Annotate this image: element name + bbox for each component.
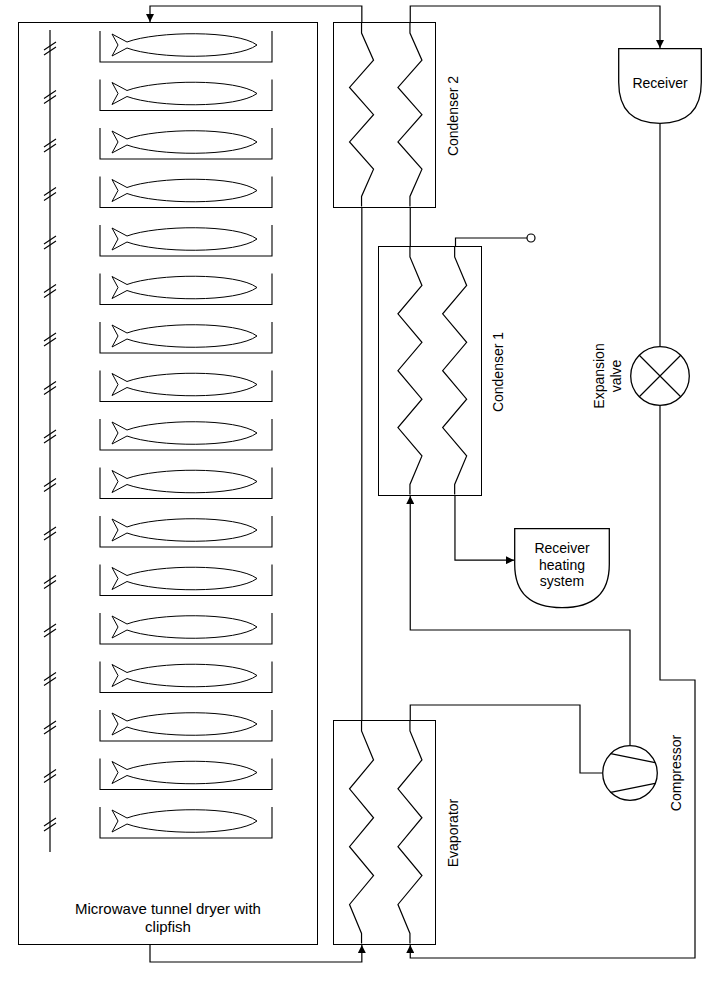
side-label: Expansion valve: [591, 338, 625, 414]
node-label: Microwave tunnel dryer with clipfish: [73, 900, 263, 936]
side-label: Condenser 2: [445, 51, 462, 181]
fish-tray: [44, 419, 272, 450]
fish-tray: [44, 128, 272, 159]
heating-receiver-tank: Receiver heating system: [514, 528, 610, 608]
flow-line: [410, 406, 695, 958]
condenser-box: Condenser 2: [333, 22, 436, 208]
flow-line: [410, 496, 630, 745]
flow-line: [455, 496, 514, 560]
receiver-tank: Receiver: [618, 48, 702, 124]
condenser-box-outline: [379, 247, 483, 497]
expansion-valve-outline: [630, 346, 690, 406]
evaporator-box: Evaporator: [333, 720, 436, 945]
flow-line: [150, 945, 362, 962]
fish-tray: [44, 274, 272, 305]
flow-line: [410, 208, 411, 246]
evaporator-box-outline: [334, 721, 437, 946]
terminal-lead: [456, 234, 536, 246]
fish-tray: [44, 80, 272, 111]
fish-tray: [44, 662, 272, 693]
fish-tray: [44, 759, 272, 790]
fish-tray: [44, 565, 272, 596]
node-label: Receiver: [618, 75, 702, 92]
flow-line: [410, 6, 660, 48]
flow-line: [659, 124, 660, 346]
clipfish-trays: [44, 30, 272, 852]
side-label: Compressor: [668, 718, 685, 828]
rack-rod: [49, 30, 50, 852]
fish-tray: [44, 177, 272, 208]
flow-line: [361, 208, 362, 720]
fish-tray: [44, 322, 272, 353]
connector-layer: [150, 6, 695, 962]
fish-tray: [44, 225, 272, 256]
condenser-box: Condenser 1: [378, 246, 482, 496]
fish-tray: [44, 516, 272, 547]
fish-tray: [44, 31, 272, 62]
fish-tray: [44, 613, 272, 644]
dryer-tunnel: Microwave tunnel dryer with clipfish: [18, 22, 318, 945]
compressor-symbol-outline: [602, 745, 658, 801]
fish-tray: [44, 710, 272, 741]
compressor-symbol: Compressor: [602, 745, 658, 801]
fish-tray: [44, 468, 272, 499]
flow-line: [150, 6, 362, 22]
expansion-valve: Expansion valve: [630, 346, 690, 406]
condenser-box-outline: [334, 23, 437, 209]
node-label: Receiver heating system: [514, 540, 610, 590]
side-label: Evaporator: [445, 768, 462, 898]
side-label: Condenser 1: [490, 307, 507, 437]
fish-tray: [44, 371, 272, 402]
flow-line: [410, 705, 602, 773]
fish-tray: [44, 807, 272, 838]
